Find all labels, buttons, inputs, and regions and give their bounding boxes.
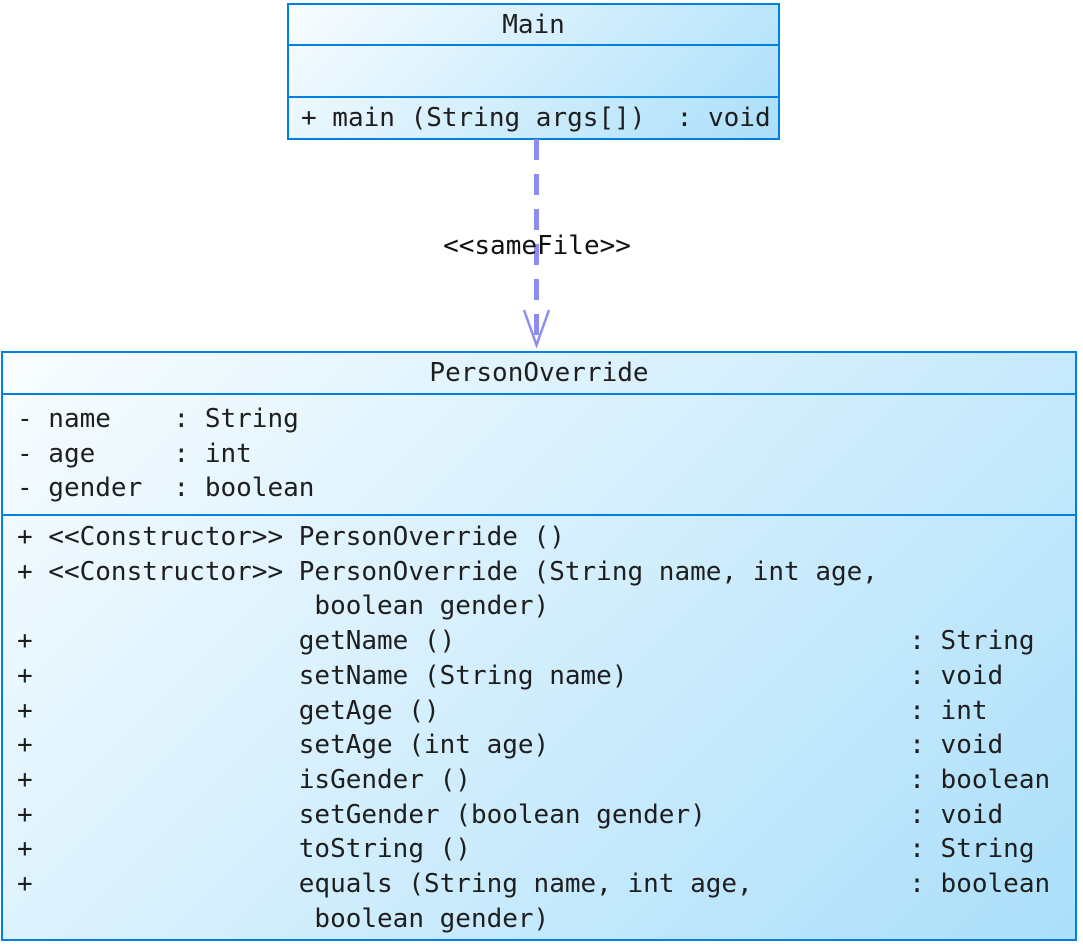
class-name-personoverride: PersonOverride (429, 358, 649, 388)
stereotype-label: <<sameFile>> (443, 231, 631, 261)
operation-setage: + setAge (int age) : void (17, 730, 1004, 761)
class-title-personoverride: PersonOverride (3, 353, 1075, 395)
class-box-main[interactable]: Main + main (String args[]) : void (287, 3, 780, 140)
attributes-compartment-personoverride: - name : String - age : int - gender : b… (3, 395, 1075, 514)
arrow-head (522, 309, 551, 349)
operation-constructor-noargs: + <<Constructor>> PersonOverride () (17, 522, 565, 552)
attribute-age: - age : int (17, 438, 252, 469)
operations-compartment-main: + main (String args[]) : void (289, 96, 778, 138)
operation-constructor-args-continued: boolean gender) (17, 591, 550, 622)
class-box-personoverride[interactable]: PersonOverride - name : String - age : i… (1, 351, 1077, 941)
operation-setname: + setName (String name) : void (17, 660, 1004, 691)
class-title-main: Main (289, 5, 778, 46)
operation-setgender: + setGender (boolean gender) : void (17, 799, 1004, 830)
operations-compartment-personoverride: + <<Constructor>> PersonOverride () + <<… (3, 514, 1075, 939)
operation-tostring: + toString () : String (17, 834, 1035, 865)
operation-isgender: + isGender () : boolean (17, 764, 1051, 795)
operation-getage: + getAge () : int (17, 695, 988, 726)
attribute-gender: - gender : boolean (17, 473, 315, 504)
operation-equals: + equals (String name, int age, : boolea… (17, 869, 1051, 900)
operation-constructor-args: + <<Constructor>> PersonOverride (String… (17, 556, 878, 587)
operation-getname: + getName () : String (17, 626, 1035, 657)
attributes-compartment-main (289, 46, 778, 96)
attribute-name: - name : String (17, 404, 299, 434)
operation-main: + main (String args[]) : void (301, 102, 771, 133)
class-name-main: Main (502, 9, 565, 40)
dependency-arrow[interactable] (500, 139, 580, 351)
operation-equals-continued: boolean gender) (17, 903, 550, 934)
